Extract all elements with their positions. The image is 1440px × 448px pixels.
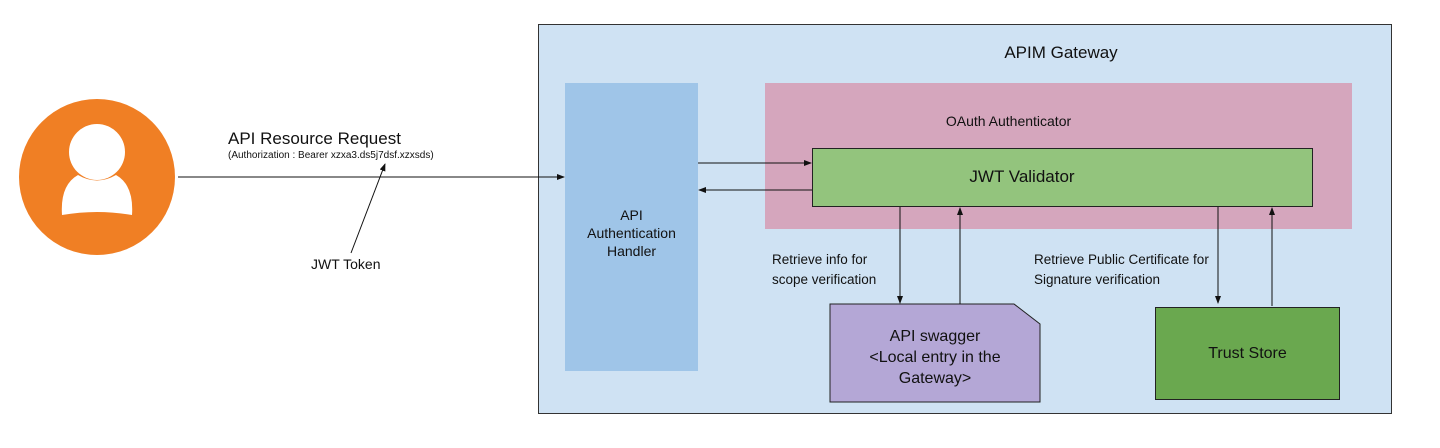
jwt-token-pointer xyxy=(350,163,386,254)
request-authorization-header: (Authorization : Bearer xzxa3.ds5j7dsf.x… xyxy=(228,150,434,161)
auth-handler-line: Authentication xyxy=(587,225,676,241)
api-authentication-handler xyxy=(565,83,698,371)
api-swagger-document xyxy=(829,303,1041,403)
oauth-authenticator-label: OAuth Authenticator xyxy=(945,113,1072,129)
scope-note-line: Retrieve info for xyxy=(772,252,868,267)
jwt-token-label: JWT Token xyxy=(311,256,381,272)
auth-handler-label: API Authentication Handler xyxy=(565,206,698,260)
auth-handler-line: Handler xyxy=(606,243,657,259)
request-title: API Resource Request xyxy=(228,129,401,148)
auth-handler-line: API xyxy=(620,207,643,223)
jwt-validator xyxy=(812,148,1313,207)
api-swagger-label: API swagger <Local entry in the Gateway> xyxy=(830,326,1040,389)
scope-note-line: scope verification xyxy=(772,272,877,287)
user-avatar-icon xyxy=(19,99,175,255)
swagger-line: <Local entry in the xyxy=(869,349,1001,366)
trust-store-label: Trust Store xyxy=(1208,345,1287,362)
trust-store xyxy=(1155,307,1340,400)
certificate-verification-note: Retrieve Public Certificate for Signatur… xyxy=(1034,250,1209,290)
swagger-line: Gateway> xyxy=(898,370,972,387)
swagger-line: API swagger xyxy=(889,328,981,345)
cert-note-line: Signature verification xyxy=(1034,272,1161,287)
scope-verification-note: Retrieve info for scope verification xyxy=(772,250,876,290)
gateway-title: APIM Gateway xyxy=(1004,43,1118,62)
cert-note-line: Retrieve Public Certificate for xyxy=(1034,252,1209,267)
jwt-validator-label: JWT Validator xyxy=(969,167,1075,186)
